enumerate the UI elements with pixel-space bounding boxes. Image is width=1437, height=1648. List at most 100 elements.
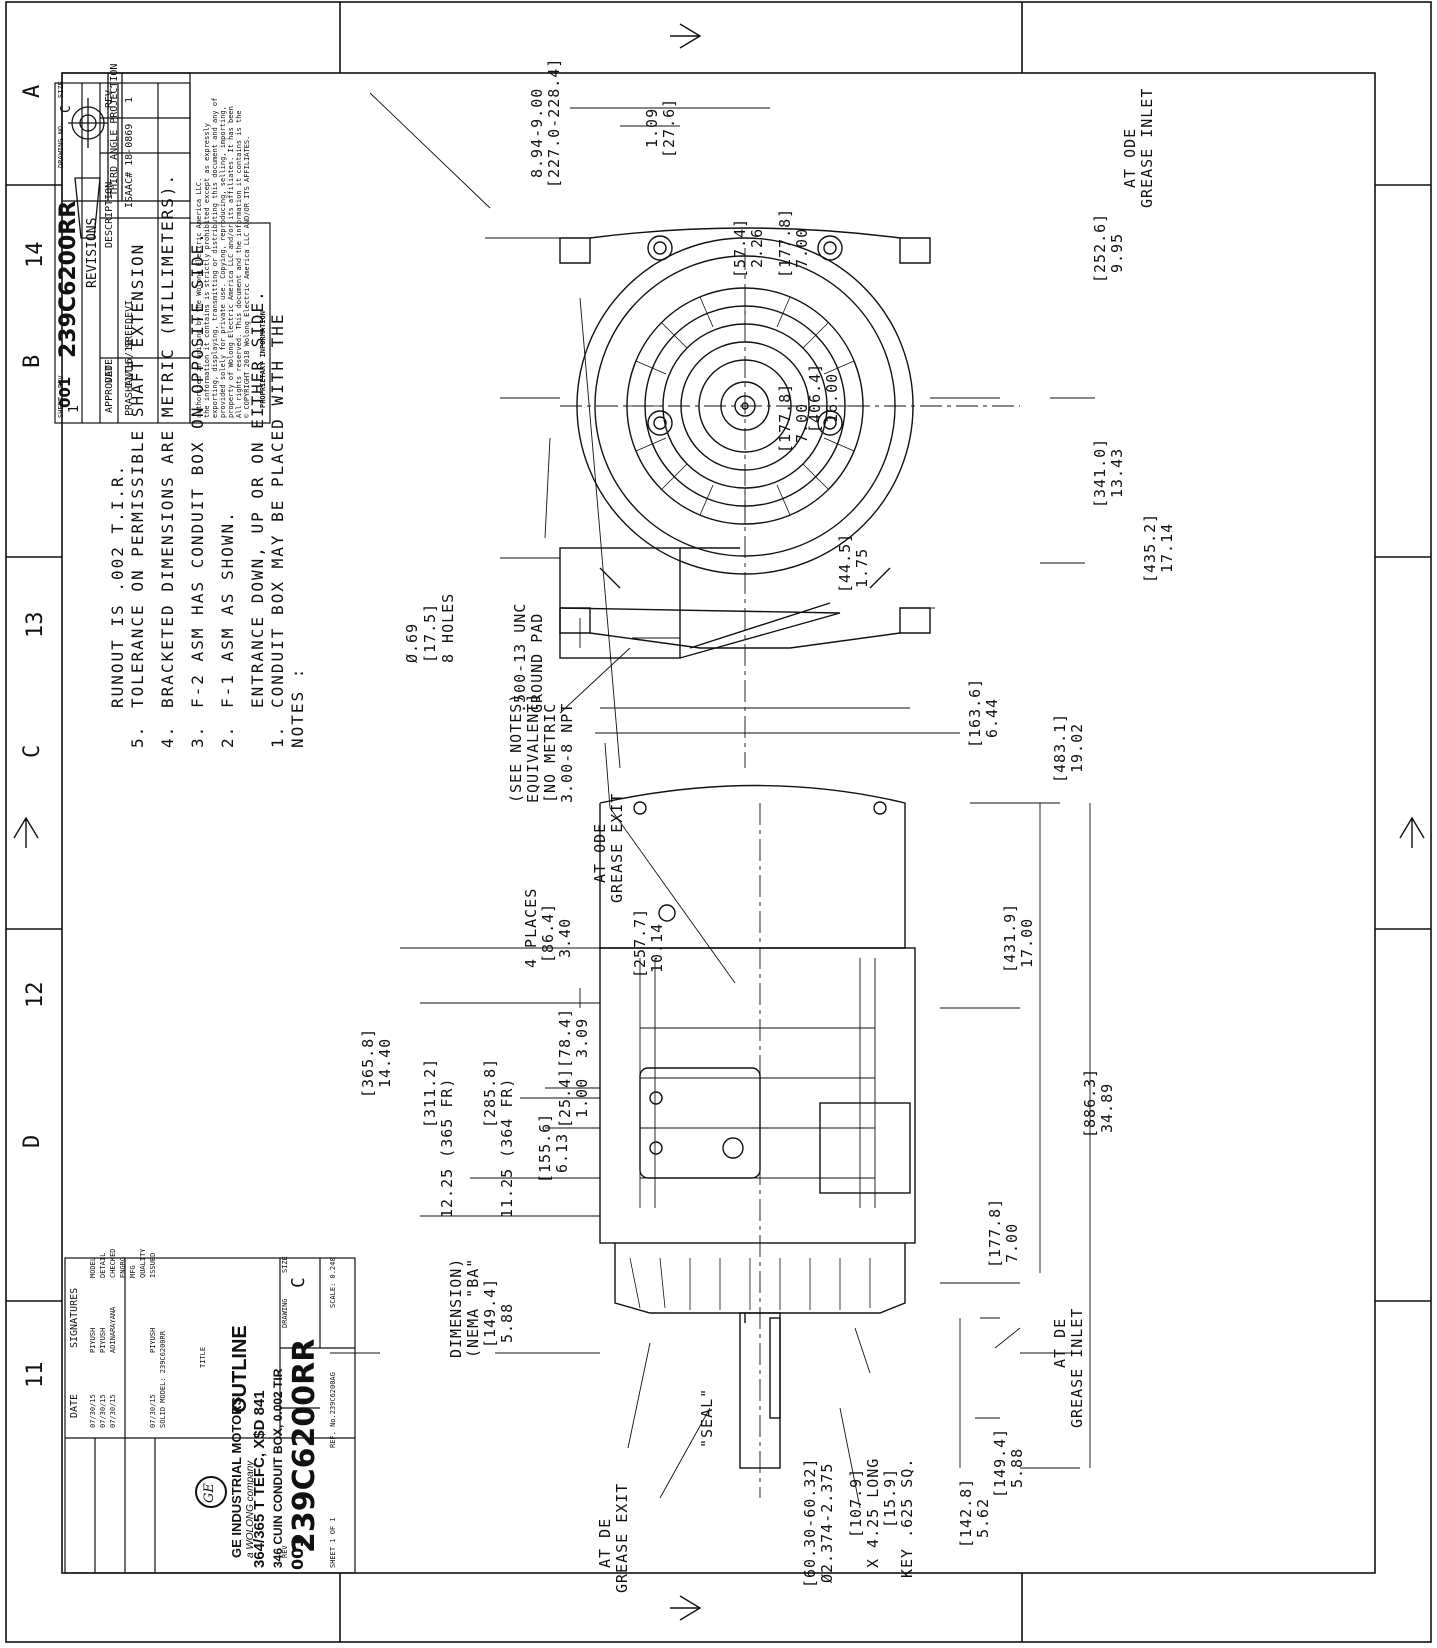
rev-size: C — [59, 105, 74, 113]
solid-model: SOLID MODEL: 239C6200RR — [159, 1331, 167, 1428]
dim-13-43-metric: [341.0] — [1091, 437, 1109, 508]
dim-5-88-ba-note-2: DIMENSION) — [447, 1257, 465, 1358]
note-2-num: 2. — [218, 724, 237, 748]
title-label: TITLE — [199, 1346, 207, 1368]
side-view — [599, 784, 916, 1498]
label-npt: 3.00-8 NPT — [558, 702, 576, 803]
dim-3-40-places: 4 PLACES — [522, 887, 540, 968]
dim-key-metric: [15.9] — [881, 1467, 899, 1528]
dim-11-25: 11.25 (364 FR) — [498, 1077, 516, 1218]
label-grease-exit-ode-2: AT ODE — [591, 822, 609, 883]
ge-logo-icon: GE — [195, 1476, 227, 1508]
tb-drawing-label: DRAWING — [281, 1298, 289, 1328]
dim-10-14-metric: [257.7] — [631, 907, 649, 978]
note-2-text: F-1 ASM AS SHOWN. — [218, 510, 237, 708]
dim-holes-count: 8 HOLES — [439, 592, 457, 663]
note-3-num: 3. — [188, 724, 207, 748]
label-grease-inlet-de: GREASE INLET — [1068, 1307, 1086, 1428]
label-seal: "SEAL" — [698, 1387, 716, 1448]
dim-5-88-ba: 5.88 — [498, 1302, 516, 1343]
dim-1-75: 1.75 — [853, 547, 871, 588]
proprietary-line: All rights reserved. This document and t… — [235, 110, 243, 418]
dim-1-09: 1.09 — [643, 107, 661, 148]
dim-14-40-metric: [365.8] — [359, 1027, 377, 1098]
proprietary-line: exporting, displaying, transmitting or d… — [211, 97, 219, 418]
dim-shaft-height: 8.94-9.00 — [528, 87, 546, 178]
sig-role: ENGRG — [119, 1256, 127, 1278]
tb-ref: REF. No.239C6200AG — [329, 1372, 337, 1448]
dim-holes: Ø.69 — [403, 622, 421, 663]
dim-1-09-metric: [27.6] — [660, 97, 678, 158]
leaders — [369, 92, 1021, 1509]
label-grease-exit-de: GREASE EXIT — [613, 1482, 631, 1593]
dim-10-14: 10.14 — [648, 922, 666, 973]
zone-number-11: 11 — [23, 1361, 48, 1389]
rev-row-approved: PRASHANTH — [124, 361, 135, 416]
label-npt-4: (SEE NOTES) — [507, 692, 525, 803]
dim-6-13-metric: [155.6] — [536, 1112, 554, 1183]
dim-7-00-b-metric: [177.8] — [776, 382, 794, 453]
dim-5-88: 5.88 — [1008, 1447, 1026, 1488]
company-name: GE INDUSTRIAL MOTORS — [229, 1396, 244, 1558]
dim-shaft-diameter: Ø2.374-2.375 — [818, 1462, 836, 1583]
proprietary-line: property of Wolong Electric America LLC … — [227, 106, 235, 418]
dim-key: KEY .625 SQ. — [898, 1457, 916, 1578]
title-line-1: OUTLINE — [229, 1325, 251, 1413]
dim-14-40: 14.40 — [376, 1037, 394, 1088]
sig-role: MFG — [129, 1265, 137, 1278]
label-npt-2: [NO METRIC — [541, 702, 559, 803]
end-view — [559, 227, 1020, 768]
dim-9-95: 9.95 — [1108, 232, 1126, 273]
rev-sheet-label: SHEET — [57, 396, 65, 418]
note-1-text: CONDUIT BOX MAY BE PLACED WITH THE — [268, 312, 287, 708]
approved-col-header: APPROVED — [104, 364, 115, 413]
dim-shaft-height-metric: [227.0-228.4] — [545, 57, 563, 188]
dim-13-43: 13.43 — [1108, 447, 1126, 498]
label-grease-exit-de-2: AT DE — [596, 1517, 614, 1568]
tb-rev: 001 — [288, 1536, 307, 1570]
projection-symbol — [61, 72, 191, 239]
revisions-title: REVISIONS — [85, 217, 100, 288]
dim-1-00: 1.00 — [573, 1077, 591, 1118]
dim-5-88-ba-metric: [149.4] — [481, 1277, 499, 1348]
inner-border — [61, 72, 1376, 1574]
signatures-label: SIGNATURES — [69, 1287, 80, 1348]
note-5-text-2: RUNOUT IS .002 T.I.R. — [108, 463, 127, 708]
sig-role: MODEL — [89, 1256, 97, 1278]
note-4-text: BRACKETED DIMENSIONS ARE METRIC (MILLIME… — [158, 172, 177, 708]
sig-role: CHECKED — [109, 1248, 117, 1278]
dim-34-89: 34.89 — [1098, 1082, 1116, 1133]
dim-7-00-a-metric: [177.8] — [776, 207, 794, 278]
dim-7-00-c: 7.00 — [1003, 1222, 1021, 1263]
dim-3-40: 3.40 — [556, 917, 574, 958]
sig-date: 07/30/15 — [89, 1394, 97, 1428]
proprietary-line: © COPYRIGHT 2018 Wolong Electric America… — [243, 135, 251, 418]
dim-5-62-metric: [142.8] — [957, 1477, 975, 1548]
sig-role: DETAIL — [99, 1252, 107, 1278]
sig-name: PIYUSH — [89, 1327, 97, 1353]
dim-6-44: 6.44 — [983, 697, 1001, 738]
end-view-dimensions — [485, 107, 1095, 769]
label-grease-inlet-ode: GREASE INLET — [1138, 87, 1156, 208]
dim-key-length-metric: [107.9] — [847, 1467, 865, 1538]
sig-role: ISSUED — [149, 1252, 157, 1278]
tb-sheet: SHEET 1 OF 1 — [329, 1517, 337, 1568]
dim-shaft-diameter-metric: [60.30-60.32] — [801, 1457, 819, 1588]
sig-role: QUALITY — [139, 1248, 147, 1278]
dim-1-00-metric: [25.4] — [556, 1067, 574, 1128]
dim-19-02-metric: [483.1] — [1051, 712, 1069, 783]
description-col-header: DESCRIPTION — [104, 181, 115, 248]
sig-name: PIYUSH — [99, 1327, 107, 1353]
dim-34-89-metric: [886.3] — [1081, 1067, 1099, 1138]
zone-letter-b: B — [20, 354, 45, 368]
dim-5-62: 5.62 — [974, 1497, 992, 1538]
label-grease-inlet-de-2: AT DE — [1051, 1317, 1069, 1368]
dim-11-25-metric: [285.8] — [481, 1057, 499, 1128]
dim-17-14-metric: [435.2] — [1141, 512, 1159, 583]
dim-3-09: 3.09 — [573, 1017, 591, 1058]
dim-2-26: 2.26 — [748, 227, 766, 268]
dim-5-88-ba-note: (NEMA "BA" — [464, 1257, 482, 1358]
sig-date: 07/30/15 — [149, 1394, 157, 1428]
title-line-3: 346 CUIN CONDUIT BOX, 0.002 TIR — [271, 1368, 285, 1568]
